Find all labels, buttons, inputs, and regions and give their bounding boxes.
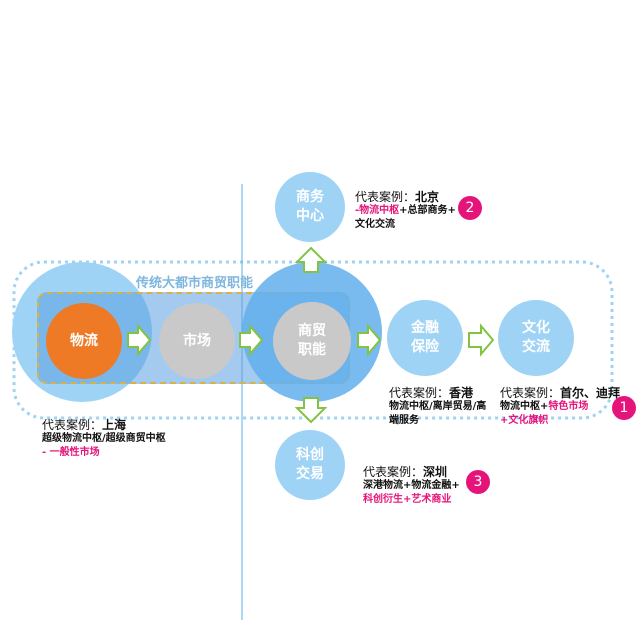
node-logistics: 物流 <box>46 303 122 379</box>
arrow-right-icon <box>468 323 495 357</box>
case-line: - 一般性市场 <box>42 447 100 458</box>
case-line: 超级物流中枢/超级商贸中枢 <box>42 433 166 444</box>
badge-1: 1 <box>612 396 636 420</box>
node-business-center: 商务 中心 <box>275 172 345 242</box>
case-beijing: 代表案例：北京 -物流中枢+总部商务+ 文化交流 <box>355 190 456 230</box>
node-commerce: 商贸 职能 <box>273 302 351 380</box>
arrow-right-icon <box>127 323 152 357</box>
arrow-right-icon <box>357 323 382 357</box>
node-culture: 文化 交流 <box>498 300 574 376</box>
badge-2: 2 <box>458 196 482 220</box>
case-shenzhen: 代表案例：深圳 深港物流+物流金融+ 科创衍生+艺术商业 <box>363 465 460 505</box>
node-market: 市场 <box>159 303 235 379</box>
arrow-up-icon <box>294 246 328 273</box>
badge-3: 3 <box>466 470 490 494</box>
node-tech: 科创 交易 <box>275 430 345 500</box>
arrow-right-icon <box>239 323 264 357</box>
case-hongkong: 代表案例：香港 物流中枢/离岸贸易/高 端服务 <box>389 386 487 426</box>
case-seoul-dubai: 代表案例：首尔、迪拜 物流中枢+特色市场 +文化旗帜 <box>500 386 621 426</box>
case-shanghai: 代表案例：上海 超级物流中枢/超级商贸中枢 - 一般性市场 <box>42 418 166 458</box>
arrow-down-icon <box>294 397 328 424</box>
node-finance: 金融 保险 <box>387 300 463 376</box>
group-title: 传统大都市商贸职能 <box>136 276 254 291</box>
